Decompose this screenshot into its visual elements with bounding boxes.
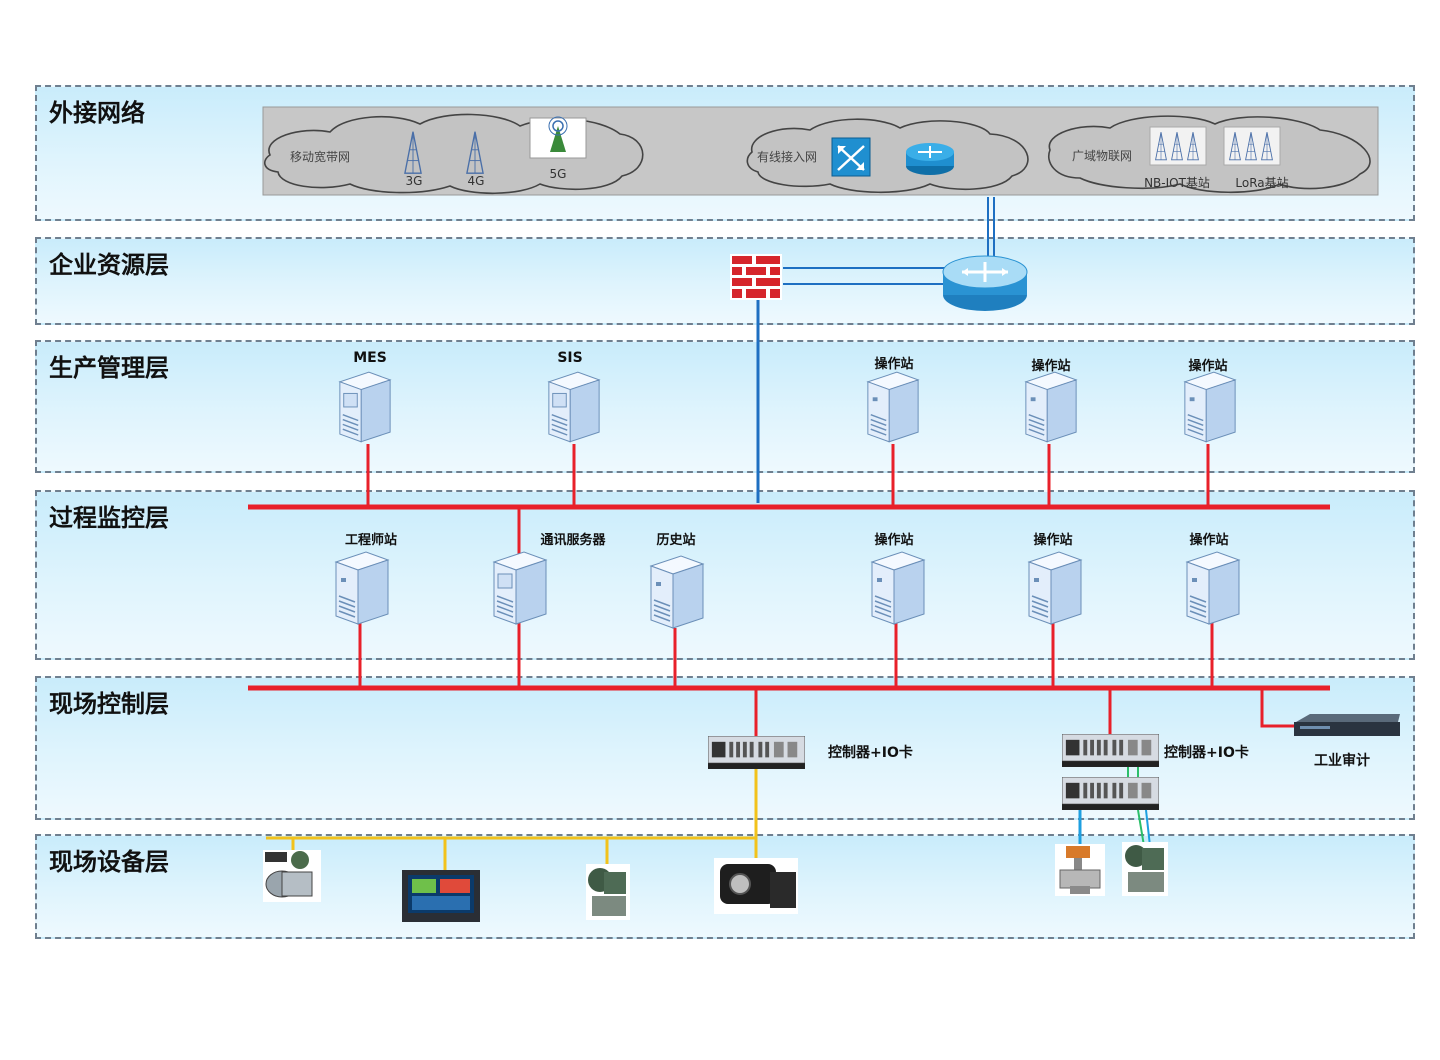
label-5g: 5G bbox=[549, 167, 567, 181]
label-3g: 3G bbox=[405, 174, 423, 188]
layer-title: 现场控制层 bbox=[49, 690, 169, 718]
engineer-station-label: 工程师站 bbox=[344, 533, 398, 548]
layer-title: 企业资源层 bbox=[49, 251, 169, 279]
history-station-label: 历史站 bbox=[656, 533, 696, 548]
op-station-label: 操作站 bbox=[1189, 533, 1229, 548]
op-station-label: 操作站 bbox=[874, 533, 914, 548]
controller-1-label: 控制器+IO卡 bbox=[828, 745, 913, 761]
layer-title: 外接网络 bbox=[49, 99, 145, 127]
industrial-audit-label: 工业审计 bbox=[1314, 753, 1370, 769]
layer-title: 过程监控层 bbox=[49, 504, 169, 532]
lora-label: LoRa基站 bbox=[1235, 176, 1289, 190]
mobile-broadband-label: 移动宽带网 bbox=[290, 150, 351, 164]
layer-external-network: 外接网络 bbox=[35, 85, 1415, 221]
op-station-label: 操作站 bbox=[1188, 359, 1228, 374]
layer-enterprise-resource: 企业资源层 bbox=[35, 237, 1415, 325]
op-station-label: 操作站 bbox=[874, 357, 914, 372]
op-station-label: 操作站 bbox=[1033, 533, 1073, 548]
op-station-label: 操作站 bbox=[1031, 359, 1071, 374]
mes-label: MES bbox=[353, 350, 387, 366]
layer-process-supervision: 过程监控层 bbox=[35, 490, 1415, 660]
wired-access-label: 有线接入网 bbox=[757, 150, 818, 164]
layer-title: 现场设备层 bbox=[49, 848, 169, 876]
layer-field-device: 现场设备层 bbox=[35, 834, 1415, 939]
sis-label: SIS bbox=[557, 350, 583, 366]
layer-title: 生产管理层 bbox=[49, 354, 169, 382]
controller-2-label: 控制器+IO卡 bbox=[1164, 745, 1249, 761]
label-4g: 4G bbox=[467, 174, 485, 188]
wan-iot-label: 广域物联网 bbox=[1072, 149, 1133, 163]
nb-iot-label: NB-IOT基站 bbox=[1144, 176, 1210, 190]
comm-server-label: 通讯服务器 bbox=[540, 533, 606, 548]
